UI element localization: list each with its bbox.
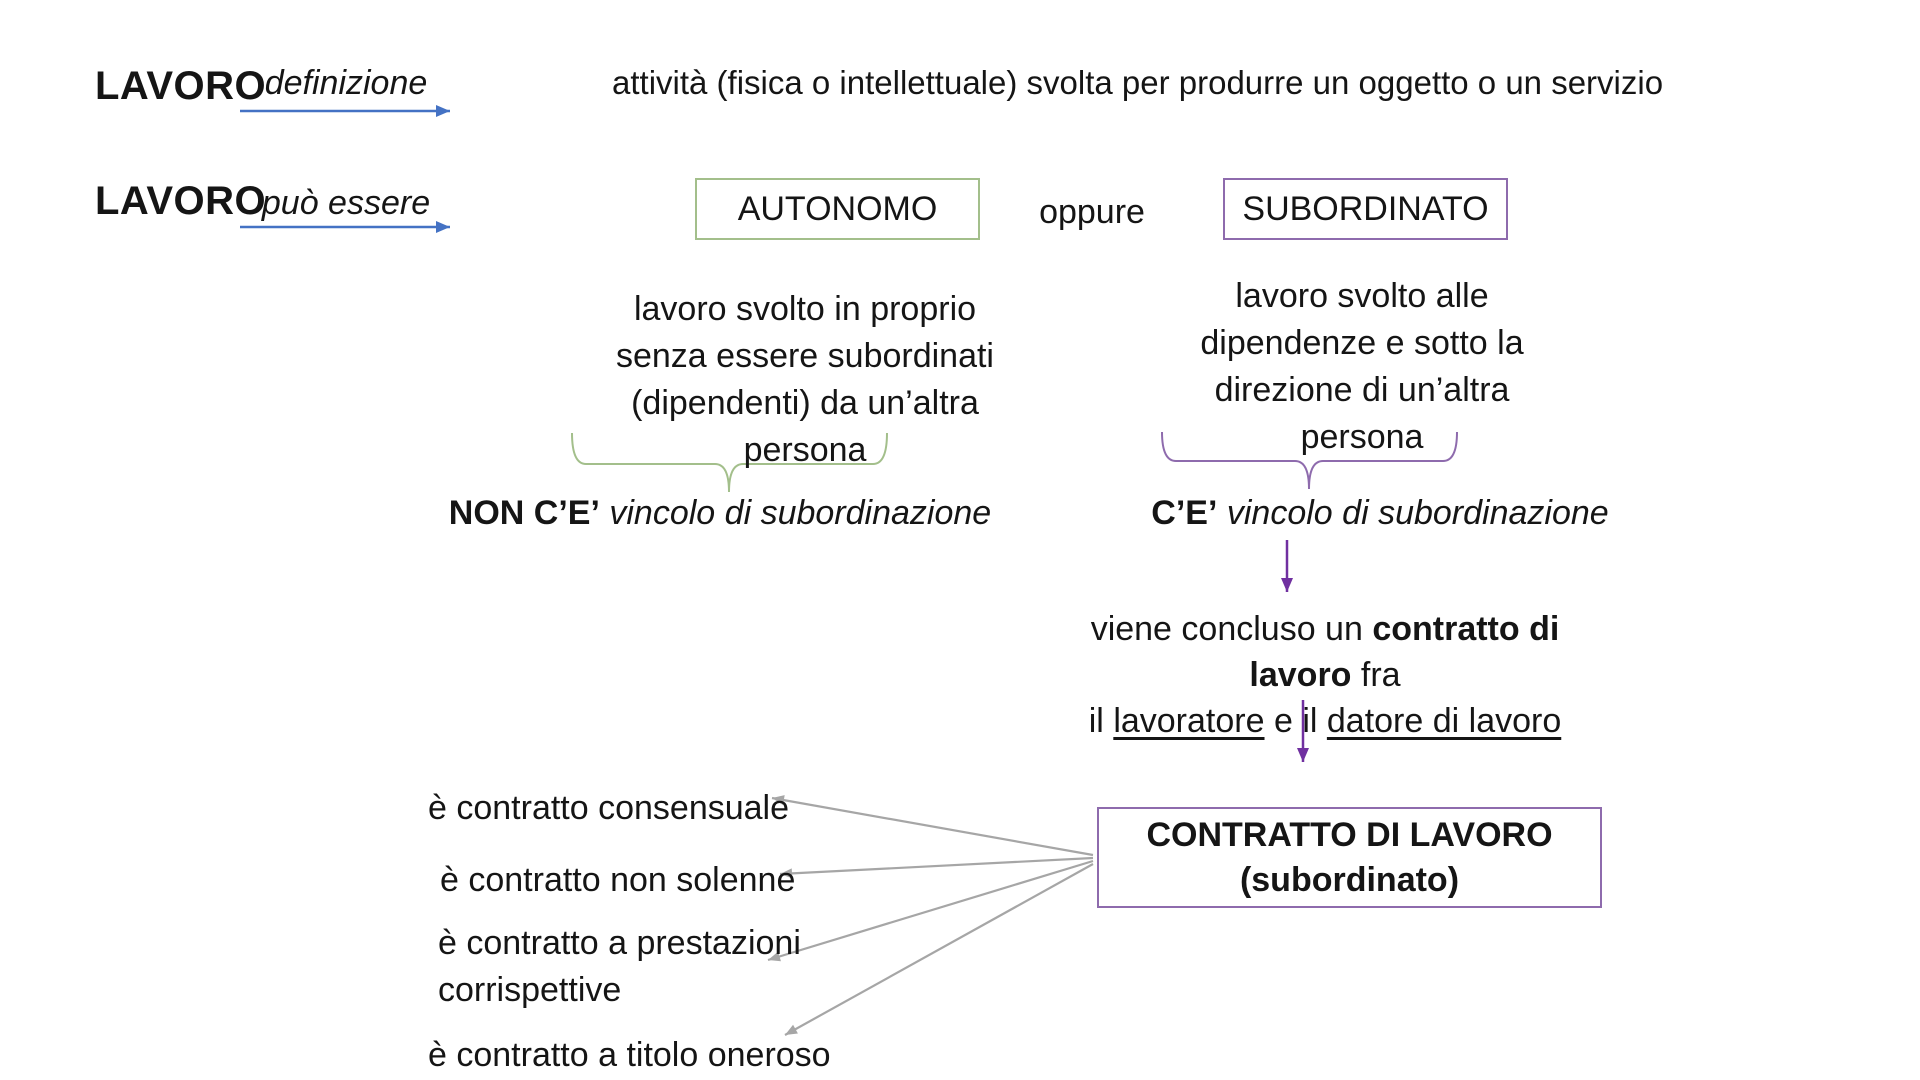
subordinato-description-line: direzione di un’altra bbox=[1214, 371, 1510, 409]
autonomo-conclusion: NON C’E’ vincolo di subordinazione bbox=[440, 494, 1000, 533]
autonomo-description-line: persona bbox=[743, 431, 867, 469]
subordinato-description-line: persona bbox=[1300, 418, 1424, 456]
autonomo-conclusion-bold: NON C’E’ bbox=[448, 494, 600, 532]
contract-intro-bold: contratto di lavoro bbox=[1249, 610, 1560, 694]
subordinato-description: lavoro svolto alle dipendenze e sotto la… bbox=[1112, 273, 1612, 461]
subordinato-description-line: dipendenze e sotto la bbox=[1200, 324, 1524, 362]
autonomo-box: AUTONOMO bbox=[695, 178, 980, 240]
oppure-label: oppure bbox=[1039, 193, 1145, 231]
autonomo-conclusion-italic: vincolo di subordinazione bbox=[609, 494, 992, 532]
subordinato-conclusion-bold: C’E’ bbox=[1151, 494, 1218, 532]
lavoro-term-definition: LAVORO bbox=[95, 64, 267, 108]
contract-intro-text: e il bbox=[1264, 702, 1327, 740]
subordinato-box-label: SUBORDINATO bbox=[1242, 189, 1489, 228]
subordinato-box: SUBORDINATO bbox=[1223, 178, 1508, 240]
autonomo-description: lavoro svolto in proprio senza essere su… bbox=[555, 286, 1055, 474]
autonomo-box-label: AUTONOMO bbox=[737, 189, 938, 228]
autonomo-description-line: (dipendenti) da un’altra bbox=[631, 384, 979, 422]
contract-intro-underline-datore: datore di lavoro bbox=[1326, 702, 1562, 740]
puo-essere-arrow-label: può essere bbox=[261, 184, 431, 222]
subordinato-conclusion-italic: vincolo di subordinazione bbox=[1226, 494, 1609, 532]
contratto-box-line1: CONTRATTO DI LAVORO bbox=[1146, 815, 1553, 854]
property-arrow-2 bbox=[779, 856, 1094, 879]
definition-arrow-label: definizione bbox=[264, 64, 428, 102]
autonomo-description-line: senza essere subordinati bbox=[615, 337, 994, 375]
subordinato-description-line: lavoro svolto alle bbox=[1235, 277, 1489, 315]
contract-intro-underline-lavoratore: lavoratore bbox=[1113, 702, 1265, 740]
contratto-box-line2: (subordinato) bbox=[1239, 860, 1460, 899]
contract-property-4: è contratto a titolo oneroso bbox=[428, 1036, 831, 1074]
contract-intro-text: fra bbox=[1351, 656, 1401, 694]
autonomo-description-line: lavoro svolto in proprio bbox=[633, 290, 977, 328]
contratto-di-lavoro-box: CONTRATTO DI LAVORO (subordinato) bbox=[1097, 807, 1602, 908]
contract-property-1: è contratto consensuale bbox=[428, 789, 790, 827]
lavoro-term-types: LAVORO bbox=[95, 179, 267, 223]
contract-intro-text: il bbox=[1088, 702, 1114, 740]
contract-property-2: è contratto non solenne bbox=[440, 861, 796, 899]
contract-intro: viene concluso un contratto di lavoro fr… bbox=[1045, 606, 1605, 744]
subordinato-conclusion: C’E’ vincolo di subordinazione bbox=[1100, 494, 1660, 533]
contract-intro-text: viene concluso un bbox=[1090, 610, 1373, 648]
property-arrow-1 bbox=[771, 795, 1094, 857]
contract-property-3: è contratto a prestazioni corrispettive bbox=[438, 924, 801, 1009]
definition-text: attività (fisica o intellettuale) svolta… bbox=[612, 64, 1664, 101]
